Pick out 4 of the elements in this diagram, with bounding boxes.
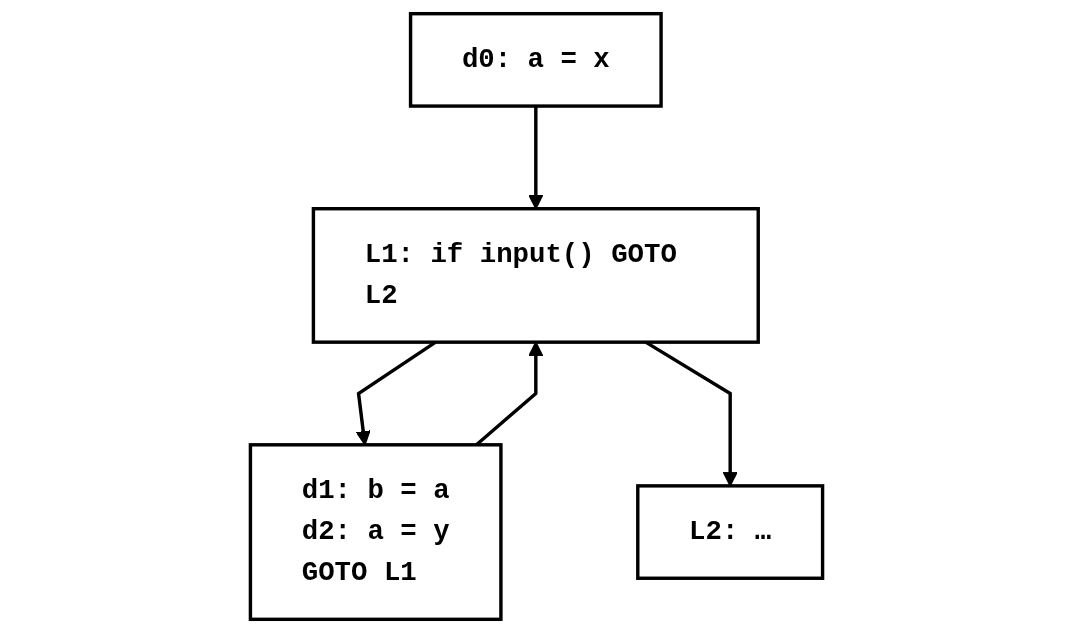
node-box: L1: if input() GOTO L2 [311,207,760,344]
node-box: d0: a = x [408,12,663,108]
node-box: L2: … [636,484,825,580]
node-box: d1: b = a d2: a = y GOTO L1 [248,443,503,621]
